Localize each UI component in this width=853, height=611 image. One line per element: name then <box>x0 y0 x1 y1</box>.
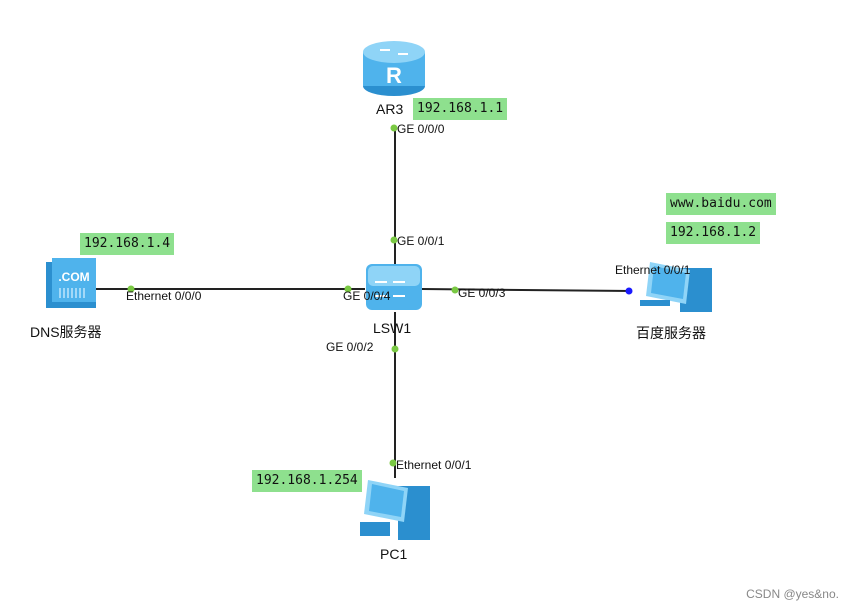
port-dot-lsw-ge002 <box>391 345 399 353</box>
svg-text:R: R <box>386 63 402 88</box>
baidu-domain-label: www.baidu.com <box>666 193 776 215</box>
svg-text:.COM: .COM <box>58 270 89 284</box>
port-label-baidu-eth: Ethernet 0/0/1 <box>615 263 691 277</box>
pc-icon[interactable] <box>360 480 430 540</box>
baidu-server-name: 百度服务器 <box>636 325 706 341</box>
port-dot-baidu-eth <box>625 287 633 295</box>
server-icon[interactable] <box>640 262 712 312</box>
baidu-ip-label: 192.168.1.2 <box>666 222 761 244</box>
router-icon[interactable]: R <box>363 41 425 96</box>
dns-server-icon[interactable]: .COM <box>46 258 96 308</box>
port-label-lsw-ge001: GE 0/0/1 <box>397 234 445 248</box>
router-ip-label: 192.168.1.1 <box>413 98 508 120</box>
router-name: AR3 <box>376 101 404 117</box>
port-dot-dns-eth <box>127 285 135 293</box>
port-dot-ar3-ge000 <box>390 124 398 132</box>
port-label-lsw-ge002: GE 0/0/2 <box>326 340 374 354</box>
watermark-text: CSDN @yes&no. <box>746 587 839 601</box>
pc-ip-label: 192.168.1.254 <box>252 470 362 492</box>
port-dot-lsw-ge001 <box>390 236 398 244</box>
port-label-lsw-ge004: GE 0/0/4 <box>343 289 391 303</box>
port-label-lsw-ge003: GE 0/0/3 <box>458 286 506 300</box>
pc-name: PC1 <box>380 546 408 562</box>
port-dot-pc-eth <box>389 459 397 467</box>
port-label-pc-eth: Ethernet 0/0/1 <box>396 458 472 472</box>
port-dot-lsw-ge004 <box>344 285 352 293</box>
dns-server-name: DNS服务器 <box>30 324 102 340</box>
port-label-ar3-ge000: GE 0/0/0 <box>397 122 445 136</box>
switch-name: LSW1 <box>373 320 412 336</box>
dns-ip-label: 192.168.1.4 <box>80 233 175 255</box>
switch-icon[interactable] <box>366 264 422 310</box>
port-label-dns-eth: Ethernet 0/0/0 <box>126 289 202 303</box>
port-dot-lsw-ge003 <box>451 286 459 294</box>
